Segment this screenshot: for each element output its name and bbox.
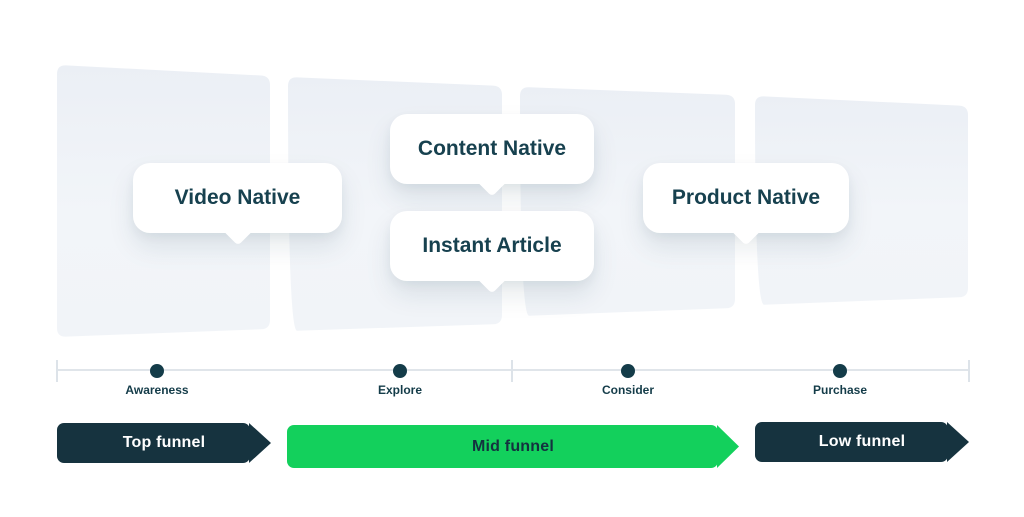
mid-funnel-label: Mid funnel bbox=[472, 437, 554, 455]
bubble-product-native: Product Native bbox=[643, 163, 849, 246]
stage-label-awareness: Awareness bbox=[125, 383, 189, 397]
timeline-tick-start bbox=[56, 360, 58, 382]
mid-funnel-banner: Mid funnel bbox=[287, 425, 739, 468]
low-funnel-label: Low funnel bbox=[818, 433, 906, 450]
bubble-content-native-label: Content Native bbox=[417, 137, 567, 160]
stage-label-explore: Explore bbox=[377, 383, 422, 397]
bubble-instant-article-label: Instant Article bbox=[422, 234, 562, 257]
bubble-instant-article: Instant Article bbox=[390, 211, 594, 294]
stage-label-purchase: Purchase bbox=[812, 383, 868, 397]
timeline-dot-explore bbox=[393, 364, 407, 378]
timeline-dot-consider bbox=[621, 364, 635, 378]
bubble-video-native-label: Video Native bbox=[174, 186, 301, 209]
banner-body bbox=[287, 425, 718, 468]
stage-label-consider: Consider bbox=[601, 383, 654, 397]
low-funnel-banner: Low funnel bbox=[755, 422, 969, 462]
bubble-content-native: Content Native bbox=[390, 114, 594, 197]
banner-body bbox=[755, 422, 948, 462]
timeline-tick-end bbox=[968, 360, 970, 382]
banner-body bbox=[57, 423, 250, 463]
timeline-dot-awareness bbox=[150, 364, 164, 378]
timeline-dot-purchase bbox=[833, 364, 847, 378]
funnel-panel-4 bbox=[755, 96, 968, 305]
timeline-line bbox=[57, 369, 970, 371]
bubble-video-native: Video Native bbox=[133, 163, 342, 246]
top-funnel-label: Top funnel bbox=[122, 434, 206, 451]
timeline-tick-middle bbox=[511, 360, 513, 382]
bubble-product-native-label: Product Native bbox=[671, 186, 821, 209]
top-funnel-banner: Top funnel bbox=[57, 423, 271, 463]
